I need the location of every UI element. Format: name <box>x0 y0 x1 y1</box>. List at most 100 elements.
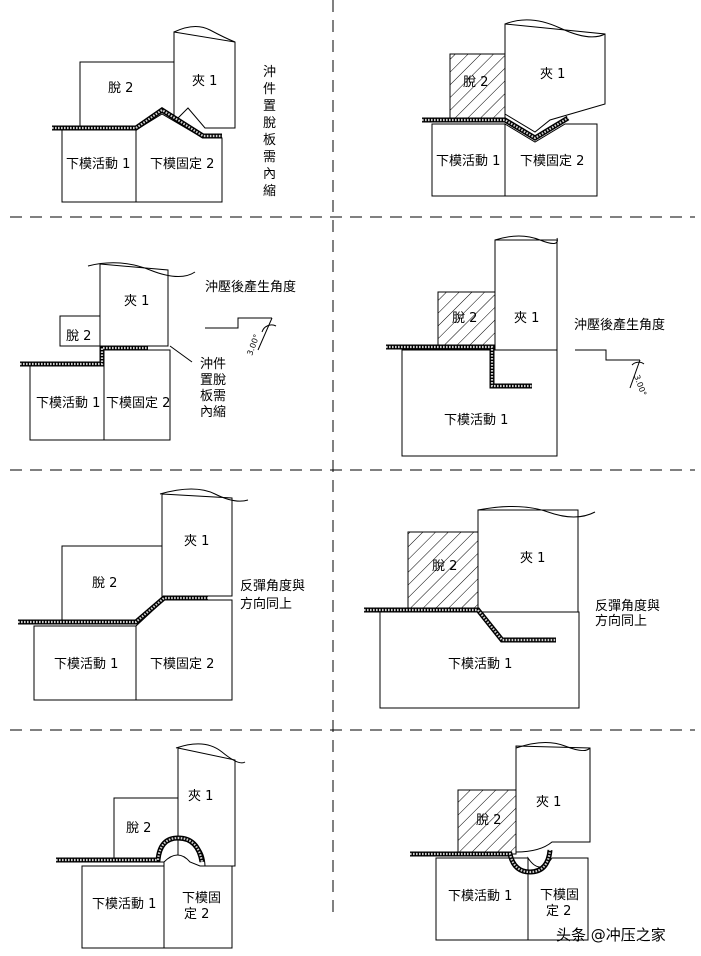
die-moving-label: 下模活動 1 <box>436 154 500 169</box>
angle-ref-line <box>257 317 273 351</box>
die-fixed-label: 下模固定 2 <box>106 396 170 411</box>
stripper-block-hatched <box>449 53 506 121</box>
angle-ref-line <box>629 359 641 389</box>
break-line <box>494 235 558 244</box>
angle-profile <box>575 349 640 361</box>
shrink-note-vertical: 沖 件 置 脫 板 需 內 縮 <box>263 65 276 199</box>
svg-text:板: 板 <box>263 133 276 148</box>
lower-die-moving <box>379 611 580 709</box>
break-line <box>87 262 196 277</box>
stripper-label: 脫 2 <box>432 559 457 574</box>
angle-arc <box>631 361 645 366</box>
svg-text:脫: 脫 <box>213 373 226 388</box>
angle-note: 沖壓後產生角度 <box>205 279 296 295</box>
clamp-label: 夾 1 <box>124 294 149 309</box>
lower-die-fixed <box>135 599 233 701</box>
lower-die-fixed <box>504 123 598 197</box>
die-fixed-label: 下模固定 2 <box>150 657 214 672</box>
panel-row3-left: 脫 2 夾 1 下模活動 1 下模固定 2 反彈角度與 方向同上 <box>18 488 305 701</box>
svg-text:沖: 沖 <box>263 65 276 80</box>
lower-die-fixed <box>163 854 233 949</box>
break-line <box>477 505 596 518</box>
clamp-label: 夾 1 <box>514 311 539 326</box>
panel-top-left: 脫 2 夾 1 下模活動 1 下模固定 2 沖 件 置 脫 板 需 內 縮 <box>52 26 276 203</box>
svg-text:縮: 縮 <box>213 404 226 420</box>
panel-bottom-right: 脫 2 夾 1 下模活動 1 下模固 定 2 <box>410 742 591 941</box>
svg-text:需: 需 <box>213 389 226 404</box>
svg-text:置: 置 <box>200 373 213 388</box>
die-moving-label: 下模活動 1 <box>54 657 118 672</box>
die-fixed-label-b: 定 2 <box>546 904 571 919</box>
svg-text:件: 件 <box>213 357 226 372</box>
sheet-strip <box>410 849 552 874</box>
sheet-strip <box>422 117 569 140</box>
die-moving-label: 下模活動 1 <box>448 657 512 672</box>
clamp-label: 夾 1 <box>520 551 545 566</box>
die-moving-label: 下模活動 1 <box>448 889 512 904</box>
svg-text:置: 置 <box>263 99 276 114</box>
break-line <box>175 743 246 764</box>
die-fixed-label-b: 定 2 <box>184 907 209 922</box>
springback-note-1: 反彈角度與 <box>240 578 305 594</box>
sheet-strip <box>56 836 204 863</box>
panel-row2-left: 脫 2 夾 1 下模活動 1 下模固定 2 沖壓後產生角度 3.00° 沖 件 … <box>20 262 296 441</box>
sheet-strip <box>386 345 532 388</box>
clamp-block <box>161 493 233 611</box>
die-moving-label: 下模活動 1 <box>66 157 130 172</box>
svg-text:縮: 縮 <box>263 183 276 199</box>
stripper-label: 脫 2 <box>92 576 117 591</box>
svg-text:件: 件 <box>263 82 276 97</box>
clamp-label: 夾 1 <box>540 67 565 82</box>
svg-text:沖: 沖 <box>200 357 213 372</box>
angle-profile <box>205 317 272 329</box>
stripper-label: 脫 2 <box>476 813 501 828</box>
springback-note-2: 方向同上 <box>595 613 647 629</box>
svg-text:板: 板 <box>200 389 213 404</box>
lower-die-moving <box>33 625 137 701</box>
die-moving-label: 下模活動 1 <box>36 396 100 411</box>
die-moving-label: 下模活動 1 <box>92 897 156 912</box>
die-moving-label: 下模活動 1 <box>444 413 508 428</box>
clamp-label: 夾 1 <box>536 795 561 810</box>
die-fixed-label-a: 下模固 <box>182 891 221 906</box>
break-line <box>159 488 249 502</box>
stripper-label: 脫 2 <box>66 329 91 344</box>
springback-note-1: 反彈角度與 <box>595 598 660 614</box>
sheet-strip <box>364 608 556 642</box>
svg-text:內: 內 <box>263 167 276 182</box>
springback-note-2: 方向同上 <box>240 596 292 612</box>
clamp-block <box>515 745 591 853</box>
lower-die-moving <box>401 349 558 457</box>
stripper-label: 脫 2 <box>463 75 488 90</box>
break-line <box>504 19 606 38</box>
leader-line <box>169 345 193 363</box>
stripper-block <box>113 797 179 863</box>
lower-die-moving <box>29 365 105 441</box>
sheet-strip <box>20 346 148 366</box>
clamp-label: 夾 1 <box>184 534 209 549</box>
svg-text:脫: 脫 <box>263 116 276 131</box>
panel-top-right: 脫 2 夾 1 下模活動 1 下模固定 2 <box>422 19 606 197</box>
panel-bottom-left: 脫 2 夾 1 下模活動 1 下模固 定 2 <box>56 743 246 949</box>
angle-value: 3.00° <box>632 374 648 398</box>
stripper-block <box>59 315 101 347</box>
stripper-label: 脫 2 <box>126 821 151 836</box>
sheet-strip <box>18 596 208 624</box>
break-line <box>515 742 591 752</box>
angle-arc <box>261 324 277 333</box>
lower-die-moving <box>431 123 506 197</box>
svg-text:內: 內 <box>200 405 213 420</box>
watermark: 头条 @冲压之家 <box>556 926 666 944</box>
angle-note: 沖壓後產生角度 <box>574 317 665 333</box>
panel-row3-right: 脫 2 夾 1 下模活動 1 反彈角度與 方向同上 <box>364 505 660 709</box>
angle-value: 3.00° <box>245 333 261 357</box>
stripper-label: 脫 2 <box>108 81 133 96</box>
svg-text:需: 需 <box>263 150 276 165</box>
die-fixed-label: 下模固定 2 <box>520 154 584 169</box>
stripper-label: 脫 2 <box>452 311 477 326</box>
die-fixed-label: 下模固定 2 <box>150 157 214 172</box>
clamp-label: 夾 1 <box>188 789 213 804</box>
die-fixed-label-a: 下模固 <box>540 888 579 903</box>
clamp-label: 夾 1 <box>192 74 217 89</box>
